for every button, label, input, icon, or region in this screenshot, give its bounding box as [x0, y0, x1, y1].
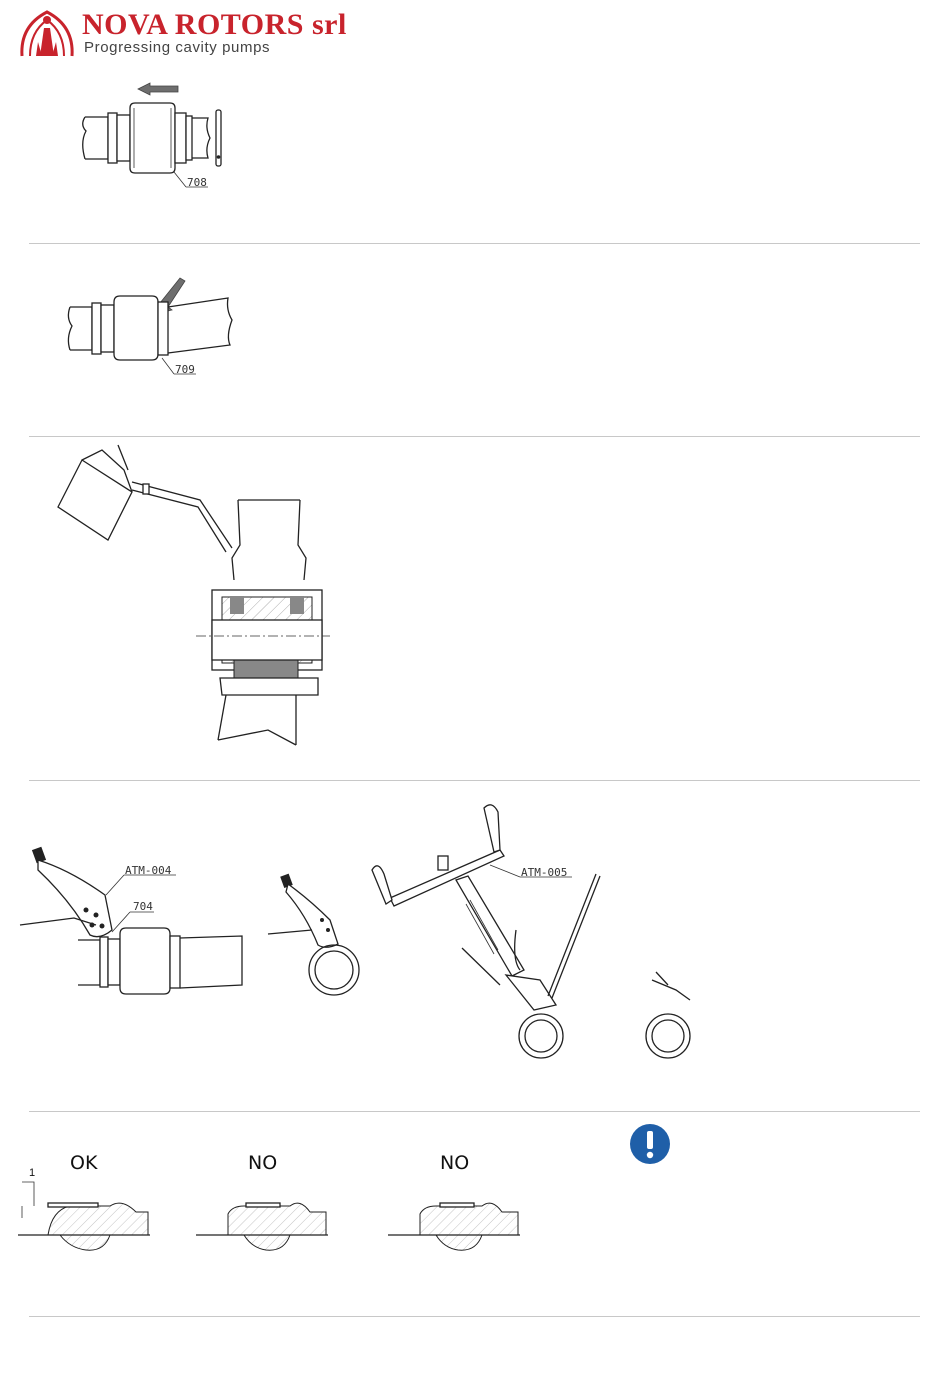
clamp-removal-drawing	[0, 0, 950, 240]
boot-ring-drawing	[0, 240, 950, 440]
part-label-708: 708	[187, 176, 207, 189]
clamp-tool-drawing	[0, 790, 950, 1110]
section-divider	[29, 436, 920, 437]
section-divider	[29, 1111, 920, 1112]
tool-label-atm-004: ATM-004	[125, 864, 172, 877]
part-704-label: 704	[132, 899, 162, 913]
tool-label-atm-005: ATM-005	[521, 866, 567, 879]
section-divider	[29, 1316, 920, 1317]
clamp-position-drawings	[0, 1170, 950, 1270]
part-label-709: 709	[175, 363, 195, 376]
part-708-label: 708	[186, 175, 216, 189]
tool-atm-004-label: ATM-004	[124, 863, 184, 877]
mandatory-info-icon	[629, 1123, 671, 1165]
section-divider	[29, 780, 920, 781]
tool-atm-005-label: ATM-005	[520, 865, 580, 879]
grease-filling-drawing	[0, 440, 950, 780]
part-709-label: 709	[174, 362, 204, 376]
part-label-704: 704	[133, 900, 153, 913]
